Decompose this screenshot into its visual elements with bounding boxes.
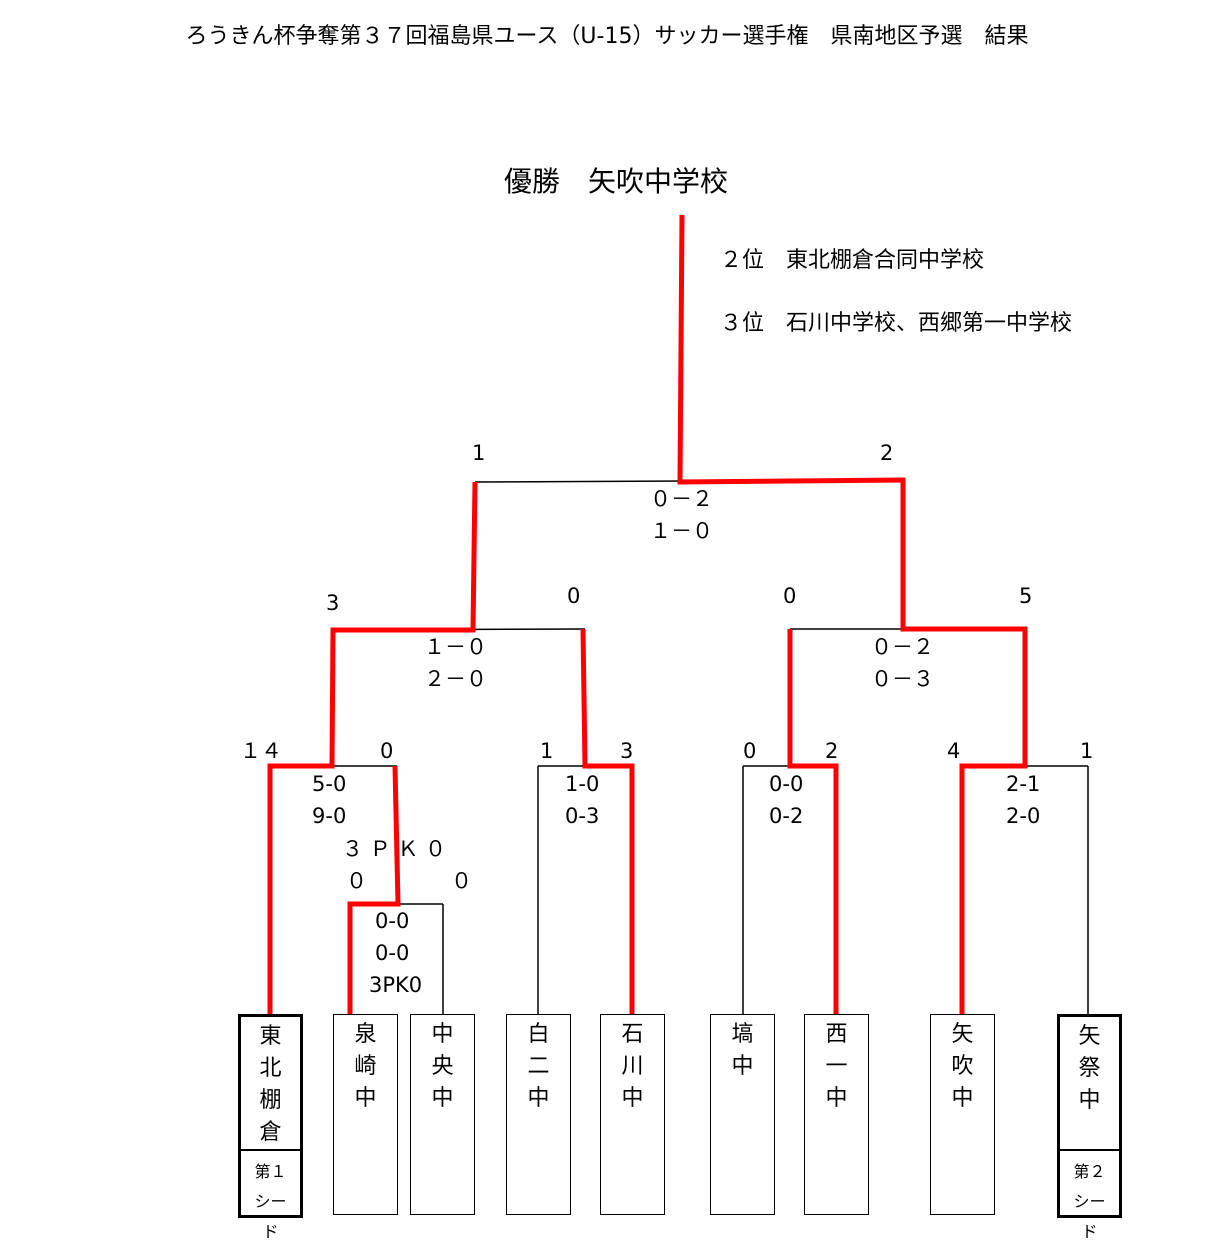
team-name: 石川中	[621, 1022, 644, 1111]
qf4-half2: 2-0	[1006, 804, 1041, 828]
champion-label: 優勝 矢吹中学校	[504, 165, 729, 198]
team-box-izumizaki: 泉崎中	[333, 1014, 398, 1215]
qf2-half2: 0-3	[565, 804, 600, 828]
sf-b-right-score: 5	[1019, 584, 1033, 608]
final-half2: １－０	[650, 519, 713, 543]
qf1-half1: 5-0	[312, 772, 347, 796]
team-name: 矢吹中	[951, 1022, 974, 1111]
page-title: ろうきん杯争奪第３７回福島県ユース（U-15）サッカー選手権 県南地区予選 結果	[185, 24, 1029, 49]
qf3-left-score: 0	[743, 739, 757, 763]
seed-label: 第２シード	[1060, 1149, 1119, 1241]
team-name: 矢祭中	[1078, 1024, 1101, 1113]
qf1-left-score: １４	[240, 739, 282, 763]
third-place-label: ３位 石川中学校、西郷第一中学校	[720, 311, 1073, 336]
qf1-right-score: 0	[380, 739, 394, 763]
sf-b-half1: ０－２	[871, 635, 934, 659]
qf1-pk-line2: ０ ０	[346, 869, 472, 893]
sf-a-right-score: 0	[567, 584, 581, 608]
r1-half2: 0-0	[375, 941, 410, 965]
team-box-yamatsuri: 矢祭中 第２シード	[1057, 1014, 1122, 1241]
qf1-half2: 9-0	[312, 804, 347, 828]
team-name: 泉崎中	[354, 1022, 377, 1111]
team-box-hanawa: 塙中	[710, 1014, 775, 1215]
qf3-right-score: 2	[825, 739, 839, 763]
qf4-right-score: 1	[1080, 739, 1094, 763]
final-left-score: 1	[472, 441, 486, 465]
sf-a-half2: ２－０	[424, 667, 487, 691]
qf4-left-score: 4	[947, 739, 961, 763]
team-name: 白二中	[527, 1022, 550, 1111]
qf2-half1: 1-0	[565, 772, 600, 796]
team-name: 中央中	[431, 1022, 454, 1111]
qf2-right-score: 3	[620, 739, 634, 763]
team-name: 東北棚倉	[259, 1024, 282, 1145]
qf2-left-score: 1	[540, 739, 554, 763]
team-box-ishikawa: 石川中	[600, 1014, 665, 1215]
final-half1: ０－２	[650, 487, 713, 511]
team-box-yabuki: 矢吹中	[930, 1014, 995, 1215]
seed-label: 第１シード	[241, 1149, 300, 1241]
second-place-label: ２位 東北棚倉合同中学校	[720, 248, 985, 273]
sf-b-half2: ０－３	[871, 667, 934, 691]
team-name: 西一中	[825, 1022, 848, 1111]
qf3-half2: 0-2	[769, 804, 804, 828]
final-right-score: 2	[880, 441, 894, 465]
team-box-nishiichi: 西一中	[804, 1014, 869, 1215]
sf-a-left-score: 3	[326, 591, 340, 615]
team-box-chuo: 中央中	[410, 1014, 475, 1215]
qf4-half1: 2-1	[1006, 772, 1041, 796]
sf-a-half1: １－０	[424, 635, 487, 659]
team-name: 塙中	[731, 1022, 754, 1079]
team-box-shirani: 白二中	[506, 1014, 571, 1215]
team-box-tohoku-tanagura: 東北棚倉 第１シード	[238, 1014, 303, 1241]
r1-half1: 0-0	[375, 909, 410, 933]
bracket-winner-path	[267, 214, 1028, 1015]
qf3-half1: 0-0	[769, 772, 804, 796]
sf-b-left-score: 0	[783, 584, 797, 608]
qf1-pk-line1: ３ Ｐ Ｋ ０	[342, 837, 447, 861]
r1-pk: 3PK0	[369, 973, 423, 997]
